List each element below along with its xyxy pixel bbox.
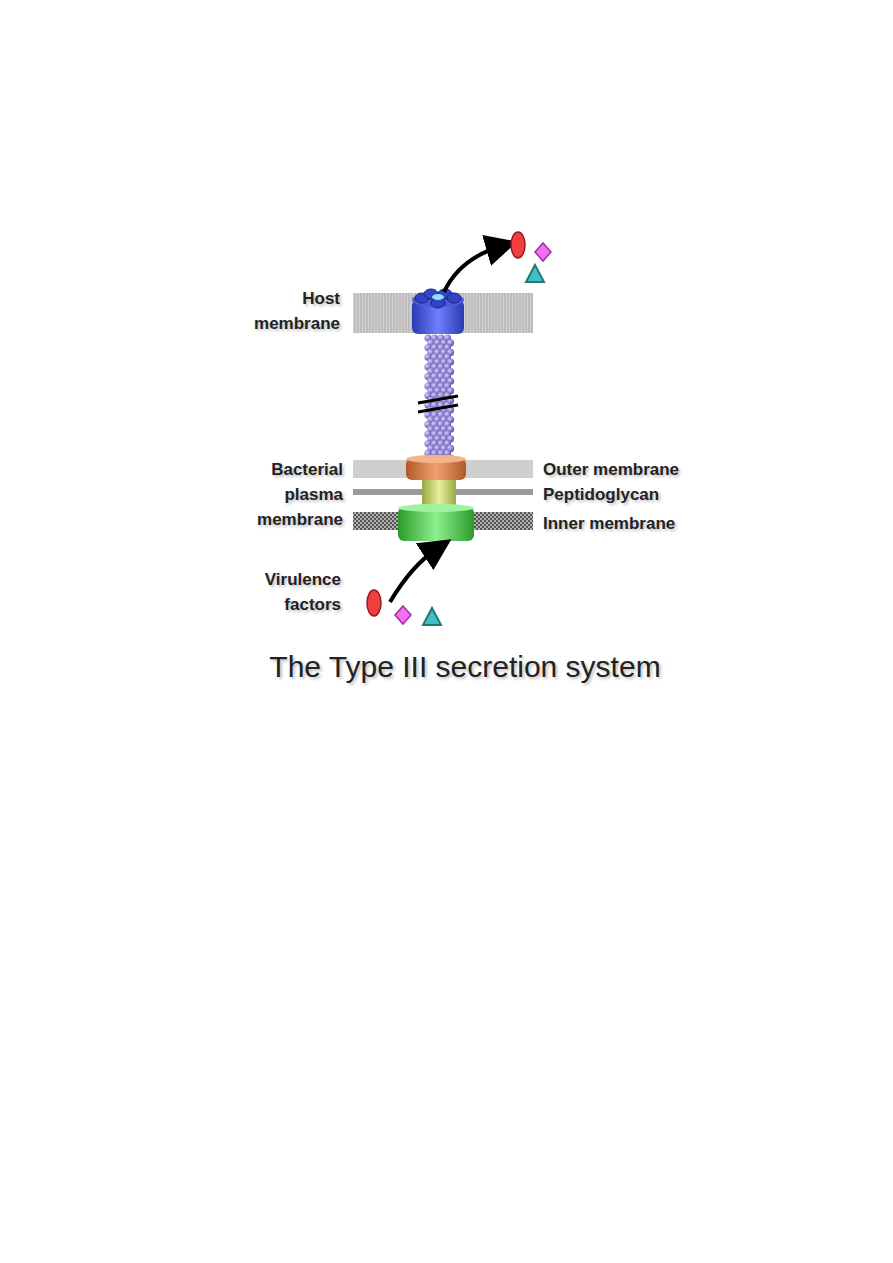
bacterial-membrane-label: Bacterial plasma membrane	[248, 457, 343, 532]
host-membrane-label: Host membrane	[230, 286, 340, 336]
outer-membrane-label: Outer membrane	[543, 457, 679, 482]
peptidoglycan-label: Peptidoglycan	[543, 482, 659, 507]
inner-membrane-label: Inner membrane	[543, 511, 675, 536]
figure-caption: The Type III secretion system	[269, 650, 660, 684]
virulence-factors-label: Virulence factors	[251, 567, 341, 617]
